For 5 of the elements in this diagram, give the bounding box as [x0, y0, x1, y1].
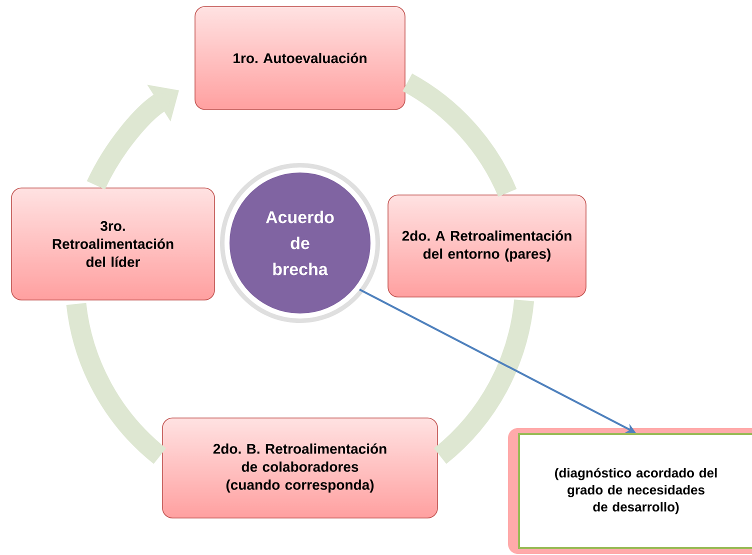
result-box: (diagnóstico acordado del grado de necesidades de desarrollo) [508, 428, 752, 554]
step-box: 1ro. Autoevaluación [194, 6, 406, 110]
step-box: 2do. B. Retroalimentación de colaboradores (cuando corresponda) [162, 418, 438, 518]
step-box: 2do. A Retroalimentación del entorno (pares) [388, 194, 586, 298]
step-box: 3ro. Retroalimentación del líder [11, 188, 215, 300]
